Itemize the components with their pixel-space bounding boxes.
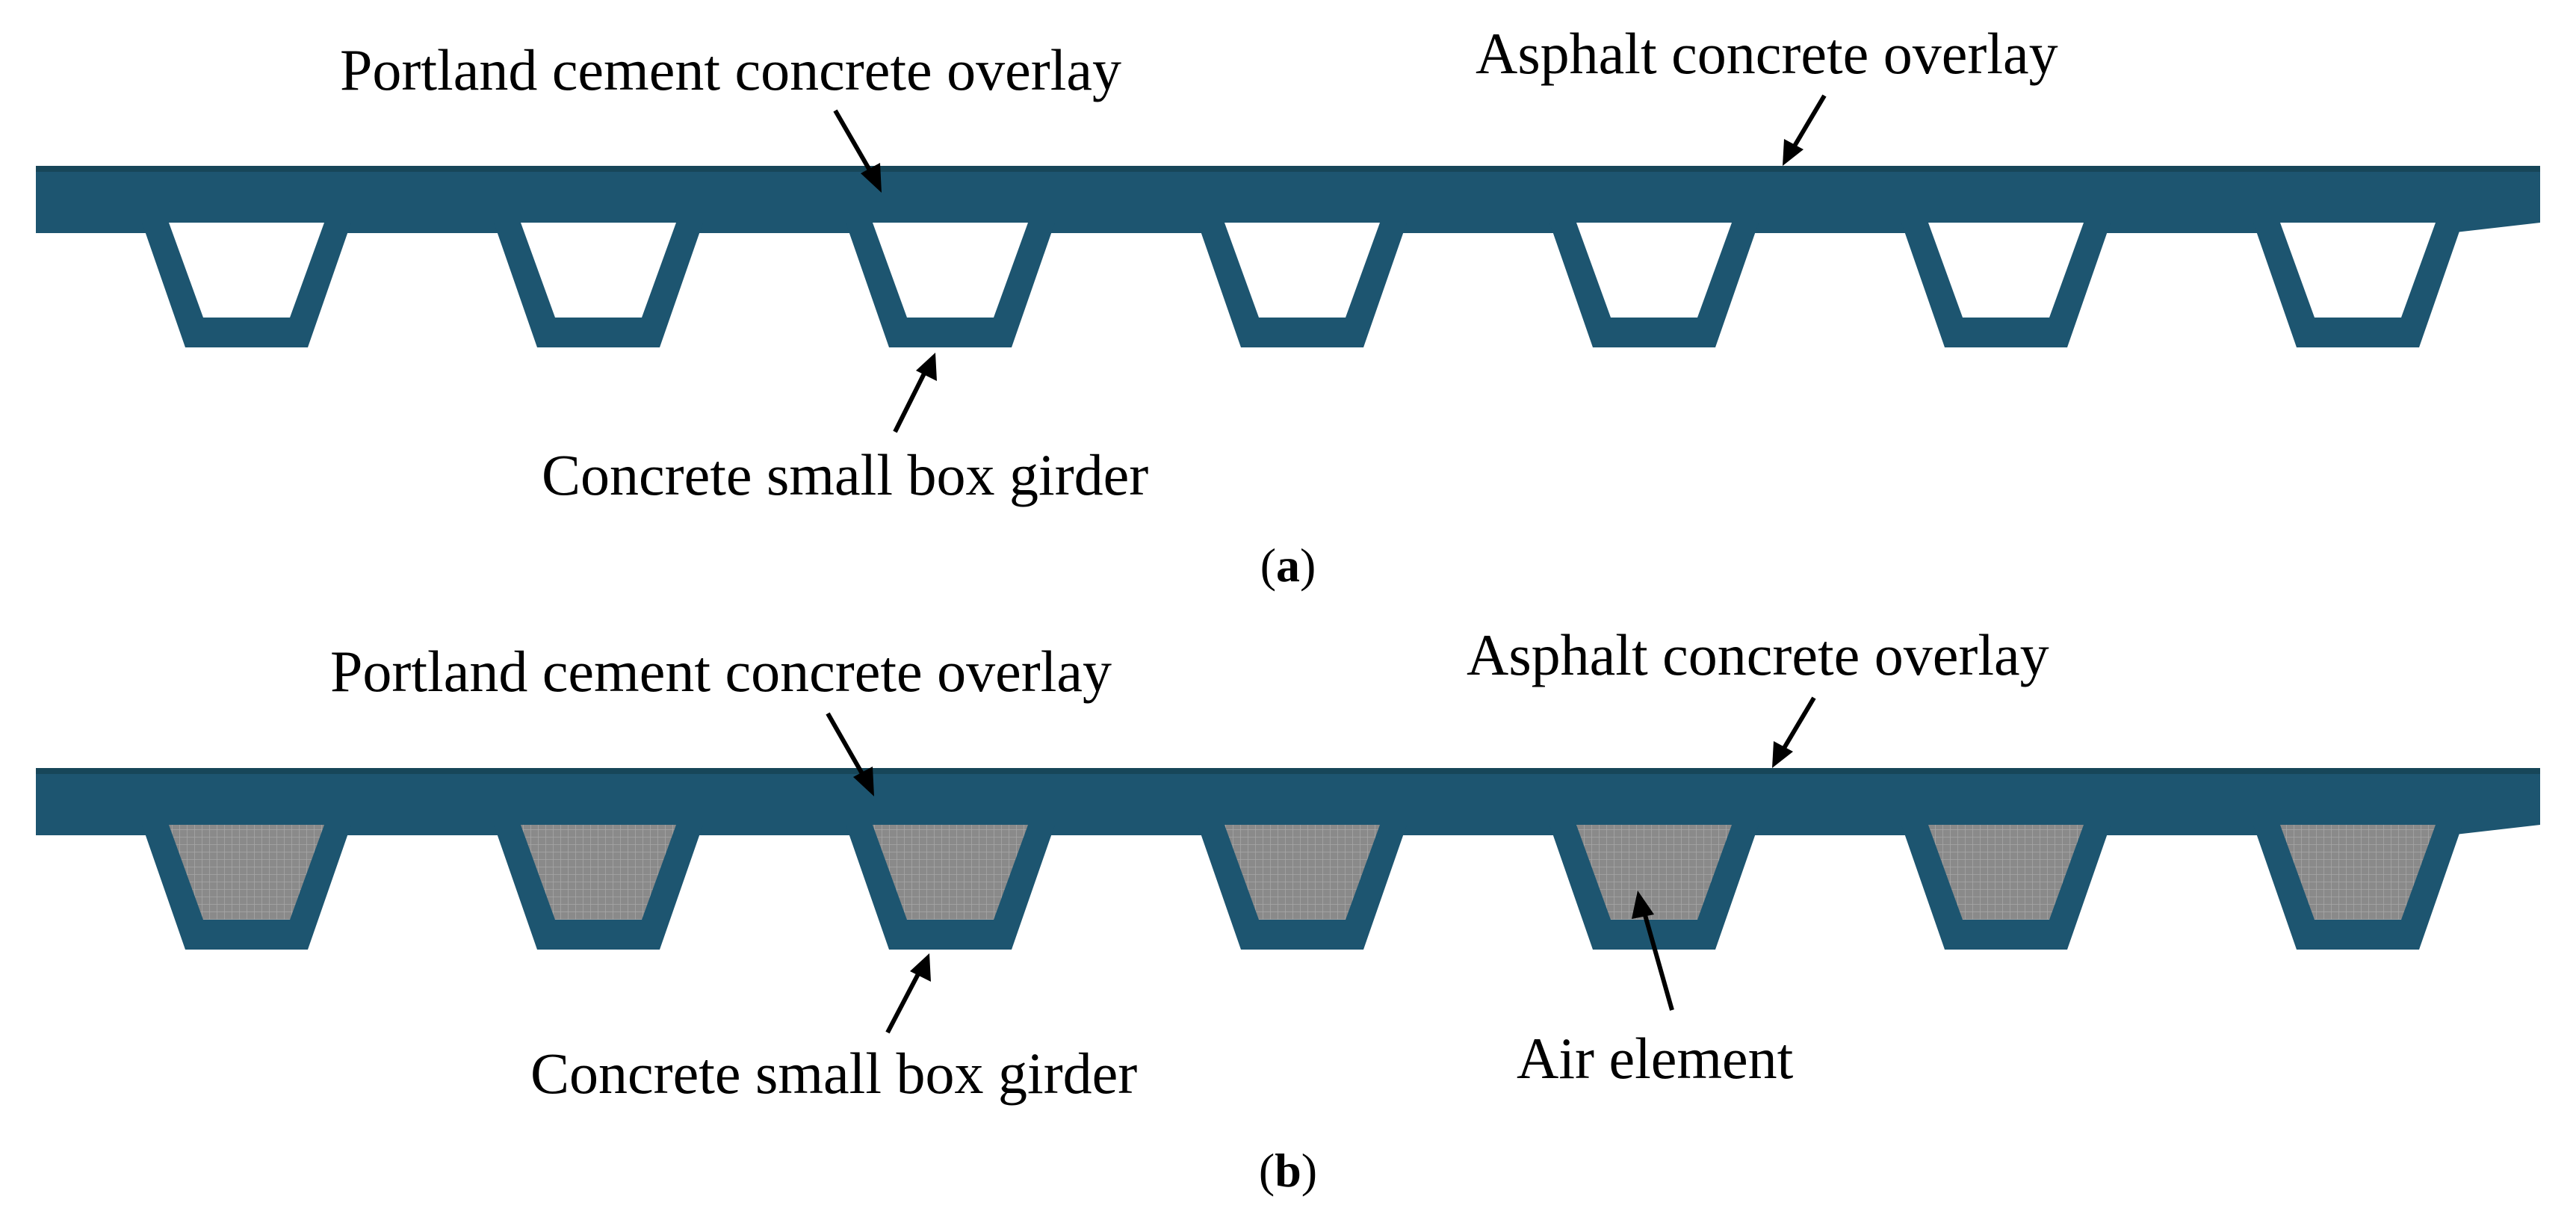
bridge-structure-b (36, 768, 2540, 950)
air-element-label-b: Air element (1517, 1026, 1794, 1091)
air-element-cell (1224, 825, 1380, 920)
panel-label-b: (b) (1259, 1144, 1317, 1197)
deck-slab (36, 168, 2540, 233)
panel-a: Portland cement concrete overlay Asphalt… (36, 21, 2540, 592)
air-element-cell (1928, 825, 2084, 920)
box-girder-arrow-b (885, 953, 931, 1034)
pcc-overlay-label-a: Portland cement concrete overlay (340, 37, 1121, 102)
pcc-overlay-label-b: Portland cement concrete overlay (330, 639, 1112, 704)
air-element-arrow-b (1632, 891, 1674, 1011)
air-element-cell (1576, 825, 1732, 920)
pcc-overlay-arrow-b (826, 712, 874, 796)
air-element-cell (2280, 825, 2436, 920)
deck-slab (36, 770, 2540, 835)
asphalt-overlay-arrow-b (1772, 696, 1816, 768)
air-element-cell (521, 825, 676, 920)
asphalt-overlay-arrow-a (1783, 94, 1827, 166)
asphalt-overlay-label-b: Asphalt concrete overlay (1467, 622, 2049, 687)
girder-void (521, 223, 676, 318)
girder-void (169, 223, 324, 318)
girder-void (873, 223, 1028, 318)
girder-void (1928, 223, 2084, 318)
air-element-cell (169, 825, 324, 920)
girder-void (2280, 223, 2436, 318)
box-girder-label-b: Concrete small box girder (530, 1041, 1137, 1106)
asphalt-overlay-layer (36, 768, 2540, 774)
panel-label-a: (a) (1260, 539, 1316, 592)
pcc-overlay-arrow-a (833, 109, 882, 193)
air-element-cell (873, 825, 1028, 920)
panel-b: Portland cement concrete overlay Asphalt… (36, 622, 2540, 1197)
girder-void (1576, 223, 1732, 318)
box-girder-arrow-a (893, 353, 937, 433)
girder-void (1224, 223, 1380, 318)
box-girder-label-a: Concrete small box girder (542, 442, 1148, 507)
bridge-structure-a (36, 166, 2540, 347)
asphalt-overlay-label-a: Asphalt concrete overlay (1476, 21, 2058, 86)
asphalt-overlay-layer (36, 166, 2540, 172)
